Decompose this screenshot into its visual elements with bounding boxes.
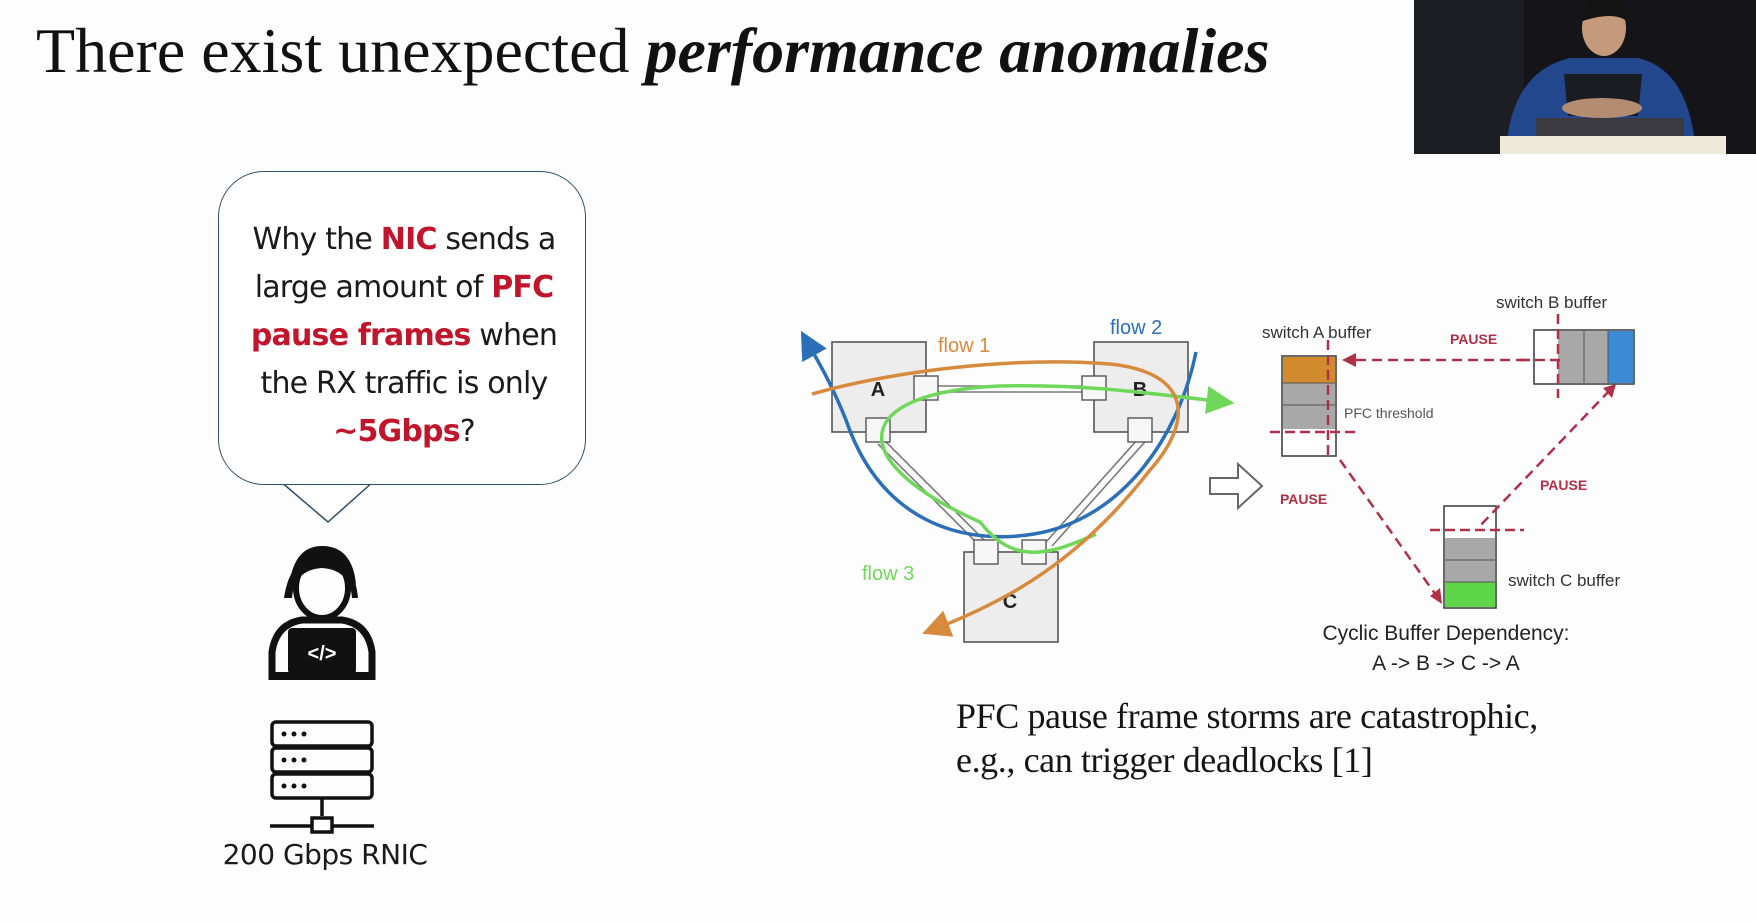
- bubble-tail: [279, 480, 375, 523]
- cyclic-dependency-path: A -> B -> C -> A: [1372, 652, 1520, 675]
- switch-b-label: B: [1133, 379, 1147, 401]
- bubble-text-part: when the RX traffic is only: [260, 318, 558, 401]
- speaker-video-image: [1414, 0, 1756, 154]
- flow-1-path: [811, 360, 1180, 637]
- flow-2-label: flow 2: [1110, 317, 1162, 339]
- bubble-text-part: PFC pause frames: [250, 270, 554, 353]
- switch-a-label: A: [871, 379, 885, 401]
- flow-3-path: [880, 383, 1235, 554]
- pfc-threshold-label: PFC threshold: [1344, 405, 1433, 421]
- switch-c-buffer-label: switch C buffer: [1508, 571, 1620, 590]
- pause-label-ca: PAUSE: [1280, 491, 1327, 507]
- bubble-text-part: ?: [459, 414, 476, 449]
- title-prefix: There exist unexpected: [36, 15, 646, 86]
- slide-title: There exist unexpected performance anoma…: [36, 14, 1269, 88]
- switch-a-buffer-label: switch A buffer: [1262, 323, 1372, 342]
- pause-arrows: [1338, 358, 1611, 599]
- bubble-text-part: sends a large amount of: [254, 222, 557, 305]
- bubble-question: Why the NIC sends a large amount of PFC …: [224, 216, 584, 456]
- switch-c-buffer: [1430, 505, 1524, 609]
- switch-b-buffer: [1520, 314, 1635, 398]
- switch-a-buffer: [1270, 340, 1356, 460]
- speaker-video: [1414, 0, 1756, 154]
- flow-1-label: flow 1: [938, 335, 990, 357]
- pause-label-ab: PAUSE: [1450, 331, 1497, 347]
- rnic-label: 200 Gbps RNIC: [222, 838, 428, 871]
- bubble-text-part: Why the: [252, 222, 381, 257]
- switch-a: [831, 341, 939, 443]
- transition-arrow-icon: [1209, 461, 1264, 511]
- switch-b-buffer-label: switch B buffer: [1496, 293, 1608, 312]
- bubble-text-part: ~5Gbps: [333, 414, 460, 449]
- bubble-text-part: NIC: [380, 222, 438, 257]
- speech-bubble: [218, 171, 586, 485]
- cyclic-dependency-title: Cyclic Buffer Dependency:: [1322, 622, 1569, 645]
- title-emphasis: performance anomalies: [645, 15, 1270, 86]
- caption: PFC pause frame storms are catastrophic,…: [956, 694, 1538, 782]
- flow-3-label: flow 3: [862, 563, 914, 585]
- flow-2-path: [800, 330, 1198, 539]
- svg-text:</>: </>: [308, 643, 337, 665]
- server-icon: [270, 720, 374, 834]
- developer-icon: </>: [268, 546, 376, 680]
- caption-line-2: e.g., can trigger deadlocks [1]: [956, 740, 1373, 780]
- pause-label-bc: PAUSE: [1540, 477, 1587, 493]
- caption-line-1: PFC pause frame storms are catastrophic,: [956, 696, 1538, 736]
